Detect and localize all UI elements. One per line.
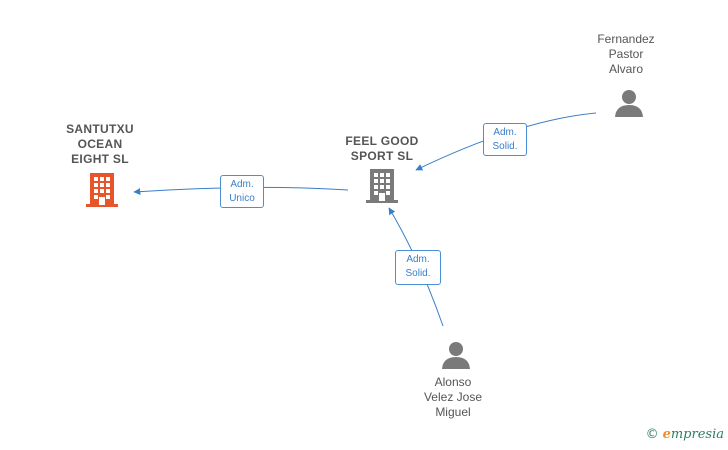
brand-e-letter: e (662, 427, 671, 442)
person-icon[interactable] (441, 340, 471, 375)
santutxu-label: SANTUTXU OCEAN EIGHT SL (66, 122, 134, 166)
feelgood-label: FEEL GOOD SPORT SL (345, 134, 419, 163)
building-icon[interactable] (366, 168, 398, 209)
copyright-symbol: © (645, 427, 659, 442)
fernandez-label: Fernandez Pastor Alvaro (597, 32, 655, 76)
brand-name: mpresia (670, 427, 724, 442)
alonso-label: Alonso Velez Jose Miguel (423, 375, 483, 419)
edge-badge-adm-unico[interactable]: Adm. Unico (220, 175, 264, 208)
edge-badge-adm-solid[interactable]: Adm. Solid. (483, 123, 527, 156)
building-icon[interactable] (86, 172, 118, 213)
edge-badge-adm-solid[interactable]: Adm. Solid. (395, 250, 441, 285)
brand-logo: ©empresia (646, 427, 724, 442)
person-icon[interactable] (614, 88, 644, 123)
